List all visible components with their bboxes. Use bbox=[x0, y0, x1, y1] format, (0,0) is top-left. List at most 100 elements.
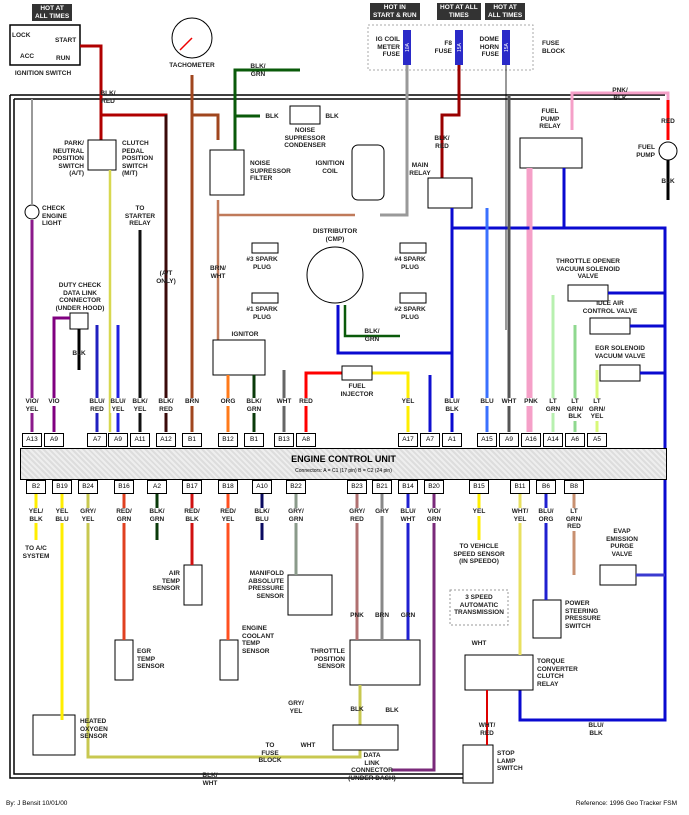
brn-tach-wire bbox=[190, 75, 220, 432]
blk-grn-wire bbox=[233, 68, 300, 150]
ecu-pin-b6: B6 bbox=[536, 480, 556, 494]
wire-color-label: GRY bbox=[375, 508, 389, 516]
blk-pump-label: BLK bbox=[661, 178, 675, 185]
dome-fuse bbox=[502, 30, 510, 65]
blk-red-ign-label: BLK/ RED bbox=[100, 90, 116, 105]
ecu-pin-a6: A6 bbox=[565, 433, 585, 447]
ecu-pin-b13: B13 bbox=[274, 433, 294, 447]
o2-label: HEATED OXYGEN SENSOR bbox=[80, 718, 108, 740]
ecu-pin-a9: A9 bbox=[44, 433, 64, 447]
ignition-switch-box bbox=[9, 24, 81, 66]
ecu-pin-a8: A8 bbox=[296, 433, 316, 447]
transmission-outline bbox=[449, 589, 509, 626]
wire-color-label: ORG bbox=[220, 398, 236, 406]
spark-plug-3 bbox=[251, 242, 279, 254]
ecu-pin-b21: B21 bbox=[372, 480, 392, 494]
ecu-pin-a10: A10 bbox=[252, 480, 272, 494]
wire-color-label: LT GRN/ YEL bbox=[588, 398, 606, 421]
blk-dlc-label: BLK bbox=[385, 707, 399, 714]
evap-label: EVAP EMISSION PURGE VALVE bbox=[606, 528, 638, 558]
dome-fuse-label: DOME HORN FUSE bbox=[479, 36, 500, 58]
ignition-switch-label: IGNITION SWITCH bbox=[14, 70, 72, 77]
air-temp-sensor bbox=[183, 564, 203, 606]
to-ac-label: TO A/C SYSTEM bbox=[22, 545, 50, 560]
ecu-pin-b16: B16 bbox=[114, 480, 134, 494]
gry-yel-label: GRY/ YEL bbox=[288, 700, 304, 715]
wire-color-label: BLU bbox=[480, 398, 494, 406]
throttle-opener-valve bbox=[567, 284, 609, 302]
ecu-pin-b12: B12 bbox=[218, 433, 238, 447]
wire-color-label: VIO/ GRN bbox=[426, 508, 442, 523]
egr-solenoid-label: EGR SOLENOID VACUUM VALVE bbox=[594, 345, 646, 360]
ecu-pin-a2: A2 bbox=[147, 480, 167, 494]
wire-color-label: RED/ GRN bbox=[116, 508, 132, 523]
ig-coil-fuse-label: IG COIL METER FUSE bbox=[375, 36, 400, 58]
blk-tps-label: BLK bbox=[350, 706, 364, 713]
fuse-block-label: FUSE BLOCK bbox=[542, 40, 566, 55]
park-neutral-label: PARK/ NEUTRAL POSITION SWITCH (A/T) bbox=[52, 140, 84, 177]
brn-wht-label: BRN/ WHT bbox=[210, 265, 226, 280]
wire-color-label: BLU/ WHT bbox=[400, 508, 416, 523]
blk-red-main-label: BLK/ RED bbox=[434, 135, 450, 150]
hot-label-dome: HOT AT ALL TIMES bbox=[485, 3, 526, 20]
ecu-pin-b18: B18 bbox=[218, 480, 238, 494]
vio-duty-wire bbox=[52, 316, 70, 432]
ecu-pin-b22: B22 bbox=[286, 480, 306, 494]
duty-check-label: DUTY CHECK DATA LINK CONNECTOR (UNDER HO… bbox=[55, 282, 105, 312]
wire-color-label: BRN bbox=[184, 398, 200, 406]
wire-color-label: RED/ YEL bbox=[220, 508, 236, 523]
ecu-pin-a5: A5 bbox=[587, 433, 607, 447]
dist-ground-wire bbox=[343, 305, 400, 338]
to-starter-label: TO STARTER RELAY bbox=[124, 205, 156, 227]
hot-label-start-run: HOT IN START & RUN bbox=[370, 3, 420, 20]
fuel-pump-relay-label: FUEL PUMP RELAY bbox=[539, 108, 561, 130]
blk-grn-dist-label: BLK/ GRN bbox=[364, 328, 380, 343]
ecu-pin-b1: B1 bbox=[182, 433, 202, 447]
fuel-pump-relay-box bbox=[519, 137, 583, 169]
plug3-label: #3 SPARK PLUG bbox=[246, 256, 278, 271]
wire-color-label: BLU/ BLK bbox=[444, 398, 460, 413]
ecu-pin-a9: A9 bbox=[499, 433, 519, 447]
spark-plug-2 bbox=[399, 292, 427, 304]
blk-duty-label: BLK bbox=[72, 350, 86, 357]
blk-grn-filter-label: BLK/ GRN bbox=[250, 63, 266, 78]
ecu-pin-b17: B17 bbox=[182, 480, 202, 494]
blk-wht-bus bbox=[9, 94, 665, 779]
wire-color-label: WHT/ YEL bbox=[511, 508, 529, 523]
f8-fuse bbox=[455, 30, 463, 65]
fuse-rating: 15A bbox=[504, 42, 510, 52]
coolant-temp-sensor bbox=[219, 639, 239, 681]
wire-color-label: BLU/ ORG bbox=[538, 508, 554, 523]
wire-color-label: BLK/ GRN bbox=[149, 508, 165, 523]
ecu-pin-b23: B23 bbox=[347, 480, 367, 494]
ecu-pin-a15: A15 bbox=[477, 433, 497, 447]
f8-fuse-label: F8 FUSE bbox=[434, 40, 452, 55]
ecu-pin-a7: A7 bbox=[420, 433, 440, 447]
ecu-pin-a7: A7 bbox=[87, 433, 107, 447]
ecu-pin-b19: B19 bbox=[52, 480, 72, 494]
wire-color-label: BLU/ RED bbox=[89, 398, 105, 413]
blu-blk-bus bbox=[450, 168, 667, 722]
clutch-pedal-label: CLUTCH PEDAL POSITION SWITCH (M/T) bbox=[122, 140, 154, 177]
duty-check-connector bbox=[69, 312, 89, 330]
hot-label-f8: HOT AT ALL TIMES bbox=[437, 3, 481, 20]
wire-color-label: WHT bbox=[501, 398, 517, 406]
wire-color-label: BLK/ YEL bbox=[132, 398, 148, 413]
check-engine-label: CHECK ENGINE LIGHT bbox=[42, 205, 67, 227]
check-engine-bulb bbox=[24, 204, 40, 220]
ignitor-box bbox=[212, 339, 266, 376]
tps-label: THROTTLE POSITION SENSOR bbox=[310, 648, 345, 670]
wire-color-label: YEL/ BLK bbox=[28, 508, 44, 523]
power-steering-label: POWER STEERING PRESSURE SWITCH bbox=[565, 600, 601, 630]
ign-run: RUN bbox=[56, 55, 71, 62]
ign-start: START bbox=[55, 37, 77, 44]
wht-trans-label: WHT bbox=[471, 640, 487, 647]
wire-color-label: GRY/ YEL bbox=[80, 508, 96, 523]
ecu-pin-b8: B8 bbox=[564, 480, 584, 494]
fuel-injector-label: FUEL INJECTOR bbox=[340, 383, 374, 398]
coolant-label: ENGINE COOLANT TEMP SENSOR bbox=[242, 625, 275, 655]
wht-dlc-label: WHT bbox=[300, 742, 316, 749]
ecu-pin-a17: A17 bbox=[398, 433, 418, 447]
wire-color-label: VIO bbox=[48, 398, 60, 406]
